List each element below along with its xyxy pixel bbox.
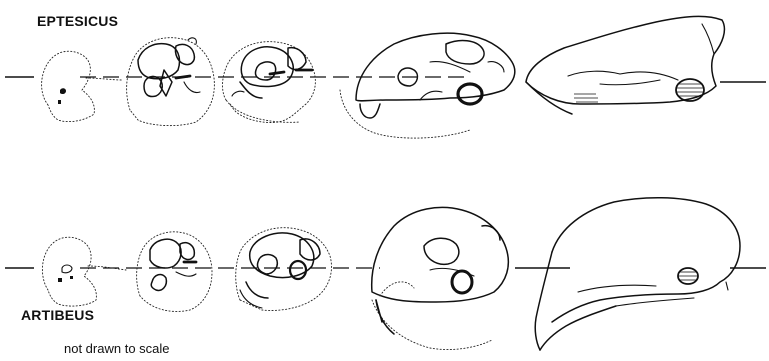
eptesicus-skull-stage-3: [223, 42, 316, 123]
artibeus-skull-stage-3: [236, 228, 332, 311]
eptesicus-skull-stage-1: [42, 51, 122, 121]
artibeus-skull-stage-5: [535, 198, 740, 350]
artibeus-skull-stage-2: [137, 232, 212, 312]
eptesicus-bulla-hatching: [677, 84, 703, 96]
eptesicus-skull-stage-2: [127, 38, 215, 126]
eptesicus-skull-stage-4: [340, 33, 515, 138]
eptesicus-row: [5, 16, 766, 138]
artibeus-skull-stage-1: [42, 237, 126, 306]
artibeus-row: [5, 198, 766, 350]
eptesicus-skull-stage-5: [526, 16, 724, 114]
artibeus-bulla-hatching: [679, 272, 697, 280]
artibeus-skull-stage-4: [372, 207, 509, 349]
eptesicus-zygoma-hatching: [574, 94, 598, 102]
